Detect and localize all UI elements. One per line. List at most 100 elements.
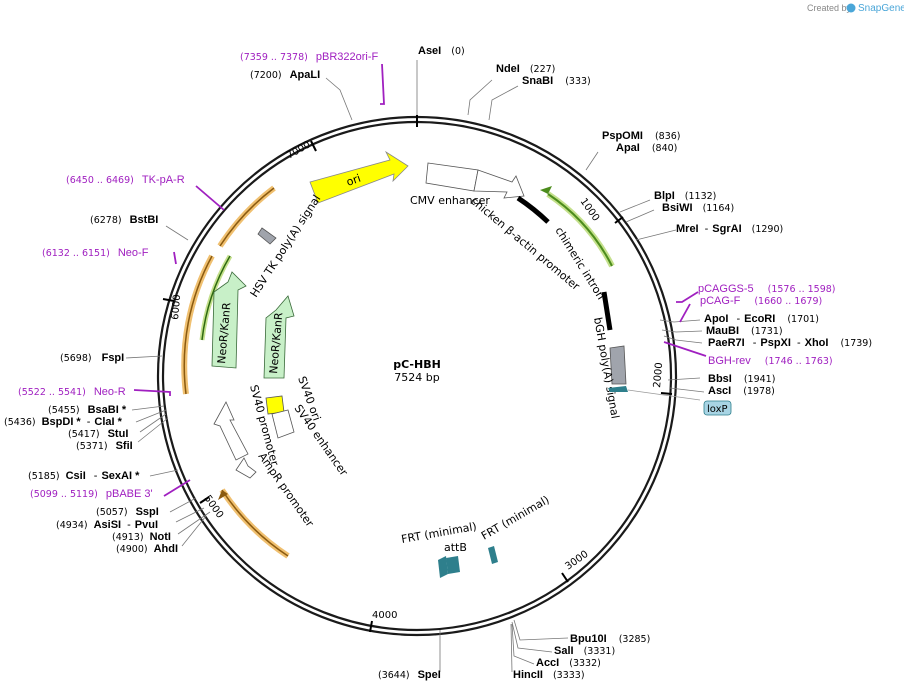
feature-frt2-label: FRT (minimal) (479, 493, 552, 542)
feature-sv40-promoter[interactable]: SV40 promoter (213, 383, 281, 467)
svg-text:(4913)NotI: (4913) NotI (112, 531, 171, 543)
feature-loxp-label: loxP (707, 404, 728, 415)
leader-lines (125, 60, 705, 673)
feature-loxp[interactable]: loxP (608, 386, 732, 416)
site-stui: StuI (108, 428, 129, 440)
feature-neor-inner[interactable]: NeoR/KanR (263, 295, 295, 379)
site-bpu10i-pos: (3285) (619, 634, 651, 645)
site-paer7i-sep2: - (797, 337, 801, 349)
site-ecori: EcoRI (744, 313, 775, 325)
site-ndei-pos: (227) (530, 64, 556, 75)
primer-bgh-name: BGH-rev (708, 355, 751, 367)
site-bsabi-pos: (5455) (48, 405, 80, 416)
site-noti: NotI (150, 531, 171, 543)
svg-text:(5371)SfiI: (5371) SfiI (76, 440, 133, 452)
primer-pcaggs-pos: (1576 .. 1598) (768, 284, 836, 295)
primer-marks (133, 63, 707, 497)
svg-text:(6450 .. 6469)TK-pA-R: (6450 .. 6469)TK-pA-R (66, 174, 185, 186)
svg-text:MauBI(1731): MauBI(1731) (706, 325, 783, 337)
feature-hsv-tk-polya[interactable]: HSV TK poly(A) signal (248, 193, 324, 300)
feature-black-segment-1 (516, 195, 550, 224)
site-csii-pos: (5185) (28, 471, 60, 482)
primer-pbabe-pos: (5099 .. 5119) (30, 489, 98, 500)
site-apoi-sep: - (736, 313, 740, 325)
svg-text:(4934)AsiSI-PvuI: (4934)AsiSI-PvuI (56, 519, 158, 531)
primer-tkpa-name: TK-pA-R (142, 174, 185, 186)
svg-text:NdeI(227): NdeI (227) (496, 63, 555, 75)
site-asci: AscI (708, 385, 731, 397)
site-pspomi: PspOMI (602, 130, 643, 142)
svg-text:(3644)SpeI: (3644)SpeI (378, 669, 441, 681)
primer-pbr-pos: (7359 .. 7378) (240, 52, 308, 63)
site-sali: SalI (554, 645, 574, 657)
tick-3000: 3000 (563, 549, 590, 573)
site-ahdi: AhdI (154, 543, 178, 555)
site-apali: ApaLI (290, 69, 321, 81)
svg-text:(7359 .. 7378)pBR322ori-F: (7359 .. 7378)pBR322ori-F (240, 51, 378, 63)
svg-text:(5057)SspI: (5057)SspI (96, 506, 159, 518)
site-asisi-sep: - (127, 519, 131, 531)
site-sali-pos: (3331) (584, 646, 616, 657)
site-pspomi-pos: (836) (655, 131, 681, 142)
svg-text:(5436)BspDI *-ClaI *: (5436)BspDI *-ClaI * (4, 416, 123, 428)
primer-neof-name: Neo-F (118, 247, 149, 259)
feature-attb[interactable]: attB (444, 541, 467, 574)
svg-text:pCAGGS-5(1576 .. 1598): pCAGGS-5 (1576 .. 1598) (698, 283, 836, 295)
site-bspdi-sep: - (87, 416, 91, 428)
credit-text: Created by (807, 3, 852, 13)
site-stui-pos: (5417) (68, 429, 100, 440)
feature-intron-label: chimeric intron (552, 225, 607, 302)
feature-neo1-label: NeoR/KanR (215, 302, 233, 365)
primer-pcag-pos: (1660 .. 1679) (754, 296, 822, 307)
svg-text:(5099 .. 5119)pBABE 3': (5099 .. 5119) pBABE 3' (30, 488, 153, 500)
site-asei: AseI (418, 45, 441, 57)
svg-text:(5185)CsiI-SexAI *: (5185)CsiI-SexAI * (28, 470, 140, 482)
feature-neor-outer[interactable]: NeoR/KanR (211, 271, 247, 369)
site-mrei-sep: - (705, 223, 709, 235)
feature-cmv-enhancer[interactable]: CMV enhancer (410, 162, 490, 207)
svg-text:PspOMI(836): PspOMI (836) (602, 130, 681, 142)
svg-text:AscI(1978): AscI(1978) (708, 385, 775, 397)
svg-text:HincII(3333): HincII (3333) (513, 669, 585, 681)
site-csii: CsiI (66, 470, 86, 482)
site-apai: ApaI (616, 142, 640, 154)
site-asei-pos: (0) (451, 46, 464, 57)
brand-text: SnapGene (858, 3, 904, 14)
site-sfii-pos: (5371) (76, 441, 108, 452)
feature-sv40-enhancer[interactable]: SV40 enhancer (271, 402, 351, 479)
site-apai-pos: (840) (652, 143, 678, 154)
primer-neor-pos: (5522 .. 5541) (18, 387, 86, 398)
site-spei-pos: (3644) (378, 670, 410, 681)
site-paer7i-pos: (1739) (840, 338, 872, 349)
site-fspi-pos: (5698) (60, 353, 92, 364)
site-hincii-pos: (3333) (553, 670, 585, 681)
feature-bgh-polya[interactable]: bGH poly(A) signal (591, 316, 627, 420)
feature-ori[interactable]: ori (309, 150, 409, 204)
svg-text:BsiWI(1164): BsiWI(1164) (662, 202, 734, 214)
site-bstbi-pos: (6278) (90, 215, 122, 226)
site-sspi-pos: (5057) (96, 507, 128, 518)
svg-text:(4900)AhdI: (4900)AhdI (116, 543, 178, 555)
site-acci: AccI (536, 657, 559, 669)
primer-pcaggs-name: pCAGGS-5 (698, 283, 754, 295)
tick-7000: 7000 (285, 139, 313, 161)
svg-text:(6278)BstBI: (6278)BstBI (90, 214, 158, 226)
primer-pbabe-name: pBABE 3' (106, 488, 153, 500)
tick-6000: 6000 (170, 294, 183, 320)
svg-text:(5417)StuI: (5417) StuI (68, 428, 128, 440)
site-bbsi: BbsI (708, 373, 732, 385)
site-noti-pos: (4913) (112, 532, 144, 543)
svg-text:BGH-rev(1746 .. 1763): BGH-rev(1746 .. 1763) (708, 355, 833, 367)
site-bspdi-pos: (5436) (4, 417, 36, 428)
site-hincii: HincII (513, 669, 543, 681)
site-apoi: ApoI (704, 313, 728, 325)
site-ndei: NdeI (496, 63, 520, 75)
svg-text:BbsI(1941): BbsI(1941) (708, 373, 775, 385)
site-blpi-pos: (1132) (685, 191, 717, 202)
primer-pcag-name: pCAG-F (700, 295, 741, 307)
feature-ori-label: ori (345, 172, 363, 189)
site-sfii: SfiI (116, 440, 133, 452)
feature-frt-2[interactable]: FRT (minimal) (479, 493, 552, 564)
svg-text:PaeR7I-PspXI-XhoI(1739): PaeR7I-PspXI-XhoI(1739) (708, 337, 872, 349)
site-snabi-pos: (333) (565, 76, 591, 87)
